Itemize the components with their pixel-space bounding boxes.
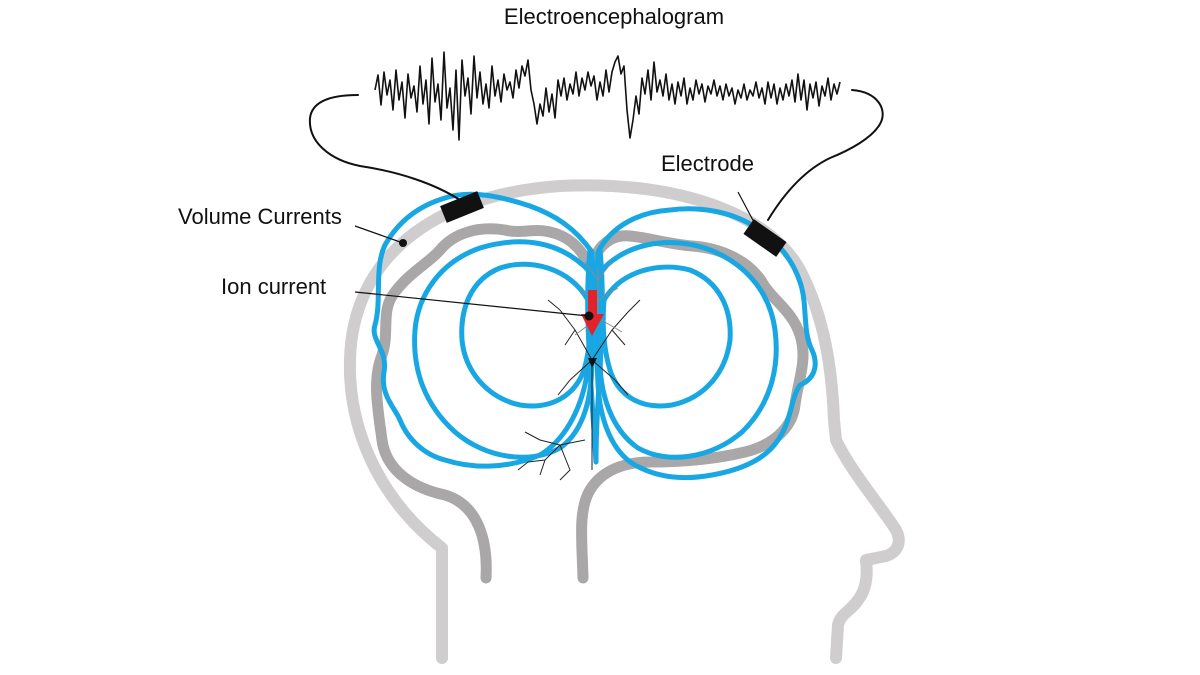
electrode-label: Electrode bbox=[661, 151, 754, 176]
volume-current-outer-right bbox=[594, 206, 818, 481]
volume-current-inner-left bbox=[459, 261, 593, 409]
volume-current-outer-left bbox=[371, 191, 596, 469]
volume-currents-marker-icon bbox=[399, 239, 407, 247]
volume-currents-label: Volume Currents bbox=[178, 204, 342, 229]
ion-current-label: Ion current bbox=[221, 274, 326, 299]
electrode-leader bbox=[737, 191, 757, 227]
brain-left-hemisphere bbox=[371, 223, 596, 584]
ion-current-leader bbox=[354, 291, 589, 317]
volume-current-inner-right bbox=[600, 264, 733, 409]
eeg-title: Electroencephalogram bbox=[504, 4, 724, 29]
neuron-soma-icon bbox=[588, 358, 597, 368]
electrode-right-icon bbox=[743, 219, 787, 257]
head-silhouette bbox=[343, 179, 905, 664]
pyramidal-neuron-cluster bbox=[517, 261, 641, 481]
volume-current-mid-right bbox=[597, 240, 779, 460]
volume-currents-leader bbox=[354, 225, 404, 244]
electrode-left-icon bbox=[440, 191, 484, 223]
right-electrode-wire bbox=[767, 89, 884, 221]
eeg-waveform bbox=[374, 51, 841, 141]
volume-current-central-column bbox=[585, 247, 605, 465]
ion-current-marker-icon bbox=[584, 311, 594, 321]
left-electrode-wire bbox=[308, 94, 461, 201]
